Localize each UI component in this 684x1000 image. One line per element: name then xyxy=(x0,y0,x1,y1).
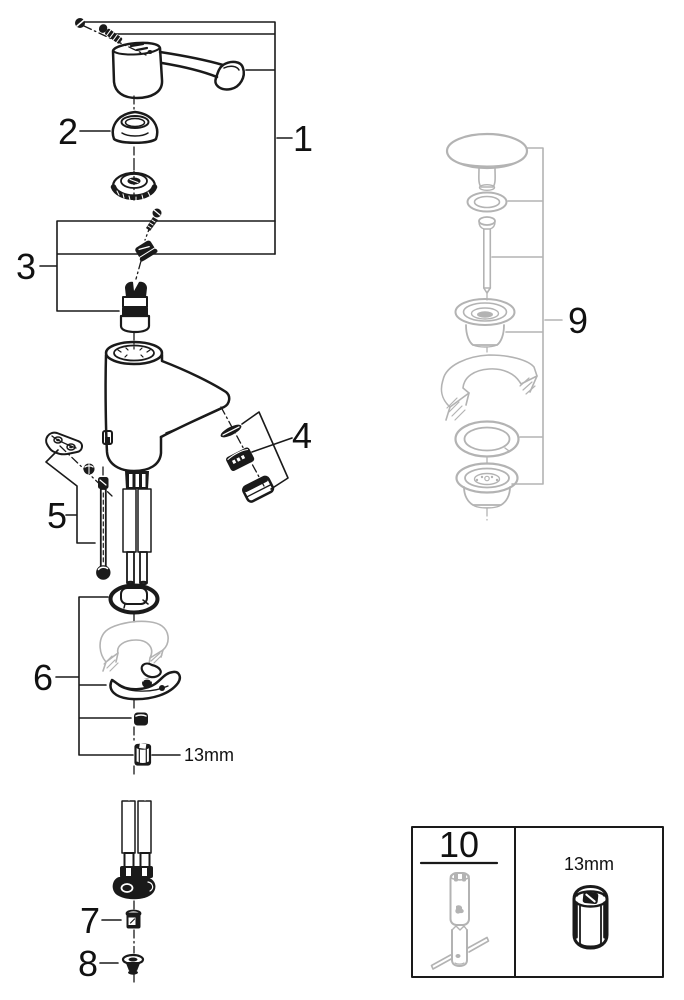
cartridge-screw xyxy=(146,208,162,231)
handle-screw xyxy=(98,24,123,44)
threaded-rod xyxy=(96,477,111,580)
callout-bracket-9 xyxy=(491,147,563,485)
supply-shank xyxy=(122,471,152,586)
callout-4: 4 xyxy=(292,415,312,456)
aerator-washer xyxy=(220,424,242,438)
handle-plug xyxy=(75,18,85,28)
check-valve xyxy=(125,909,142,929)
cartridge xyxy=(119,281,151,334)
drain-screw-ghost xyxy=(478,216,496,294)
drain-ring-ghost xyxy=(466,191,508,213)
callout-bracket-5 xyxy=(45,449,96,544)
callout-bracket-1 xyxy=(84,21,293,255)
callout-7: 7 xyxy=(80,900,100,941)
callout-bracket-4 xyxy=(241,411,293,490)
callout-10: 10 xyxy=(439,824,479,865)
horseshoe-clamp xyxy=(109,662,182,701)
lever-handle xyxy=(111,41,245,100)
socket-tool-ghost xyxy=(430,872,490,970)
base-gasket xyxy=(108,583,160,615)
callout-6: 6 xyxy=(33,657,53,698)
explosion-axis-lines xyxy=(59,25,488,983)
fixing-nut xyxy=(83,463,95,475)
drain-wedge-gasket-ghost xyxy=(440,354,538,421)
drain-body-ghost xyxy=(455,462,519,509)
mounting-ring xyxy=(110,171,158,202)
supply-hoses xyxy=(112,791,156,900)
callout-5: 5 xyxy=(47,495,67,536)
callout-bracket-6 xyxy=(55,596,134,756)
faucet-body xyxy=(102,340,231,473)
mounting-nut-13mm xyxy=(134,743,152,766)
drain-flange-ghost xyxy=(454,298,516,348)
callout-8: 8 xyxy=(78,943,98,984)
size-label-13mm-box: 13mm xyxy=(564,854,614,874)
tools-box xyxy=(411,826,664,978)
drain-plug-cap-ghost xyxy=(445,132,529,191)
callout-9: 9 xyxy=(568,300,588,341)
aerator-housing xyxy=(242,475,275,503)
mounting-nut-small xyxy=(134,712,148,726)
strainer-funnel xyxy=(121,953,145,975)
escutcheon-cap xyxy=(111,110,159,144)
socket-nut-13mm xyxy=(572,885,609,950)
callout-bracket-3 xyxy=(39,220,276,312)
drain-washer-ghost xyxy=(454,420,520,458)
callout-1: 1 xyxy=(293,118,313,159)
cartridge-stop xyxy=(135,240,158,262)
size-label-13mm: 13mm xyxy=(184,745,234,765)
wedge-washer-ghost xyxy=(99,620,169,672)
fixing-clamp-plate xyxy=(45,431,83,456)
callout-3: 3 xyxy=(16,246,36,287)
aerator-insert xyxy=(226,447,255,471)
callout-2: 2 xyxy=(58,111,78,152)
